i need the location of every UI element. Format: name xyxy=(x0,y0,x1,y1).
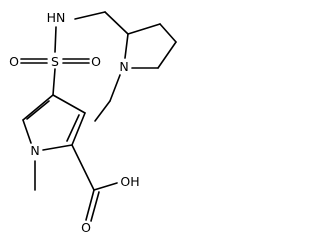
bond-ethyl-ch2-ch3 xyxy=(94,100,111,122)
label-pyrrolidine-n: N xyxy=(119,59,128,74)
bond-pyrrole-c2-c3 xyxy=(71,112,86,146)
bond-s-nh xyxy=(54,26,57,53)
bond-pyrrole-c2-c3-inner xyxy=(66,114,80,142)
bond-pyrrole-c3-c4 xyxy=(52,94,86,114)
bond-pyrrolidine-c2-c3 xyxy=(127,23,161,35)
bond-s-pyrrole-c4 xyxy=(52,68,56,96)
bond-pyrrolidine-c4-c5 xyxy=(157,41,177,69)
bond-pyrrole-c4-c5-inner xyxy=(26,100,50,120)
bond-carboxyl-c-o-b xyxy=(90,191,100,222)
bond-c2-carboxyl-c xyxy=(71,144,95,191)
atom-labels: HN O S O N N O OH xyxy=(9,10,140,235)
label-sulfonyl-o-left: O xyxy=(9,54,19,69)
label-sulfur: S xyxy=(51,54,59,69)
bond-n-ethyl-ch2 xyxy=(109,74,121,102)
bond-pyrrole-c5-n xyxy=(22,119,32,144)
bond-pyrrole-c4-c5 xyxy=(22,94,54,121)
bond-pyrrolidine-c3-c4 xyxy=(159,23,177,43)
label-hydroxyl: OH xyxy=(120,174,139,189)
bond-carboxyl-c-oh xyxy=(93,182,118,191)
label-sulfonyl-o-right: O xyxy=(91,54,101,69)
bond-pyrrolidine-n-c2 xyxy=(124,33,129,59)
bond-pyrrole-n-c2 xyxy=(42,144,73,151)
bond-nh-ch2 xyxy=(74,11,106,20)
bond-ch2-ring-c2 xyxy=(104,11,129,35)
label-sulfonamide-nh: HN xyxy=(47,10,66,25)
label-pyrrole-n: N xyxy=(30,143,39,158)
bond-carboxyl-c-o-a xyxy=(85,189,95,221)
label-carbonyl-o: O xyxy=(81,220,91,235)
bond-lines xyxy=(20,11,177,222)
chemical-structure-diagram: HN O S O N N O OH xyxy=(9,10,177,235)
